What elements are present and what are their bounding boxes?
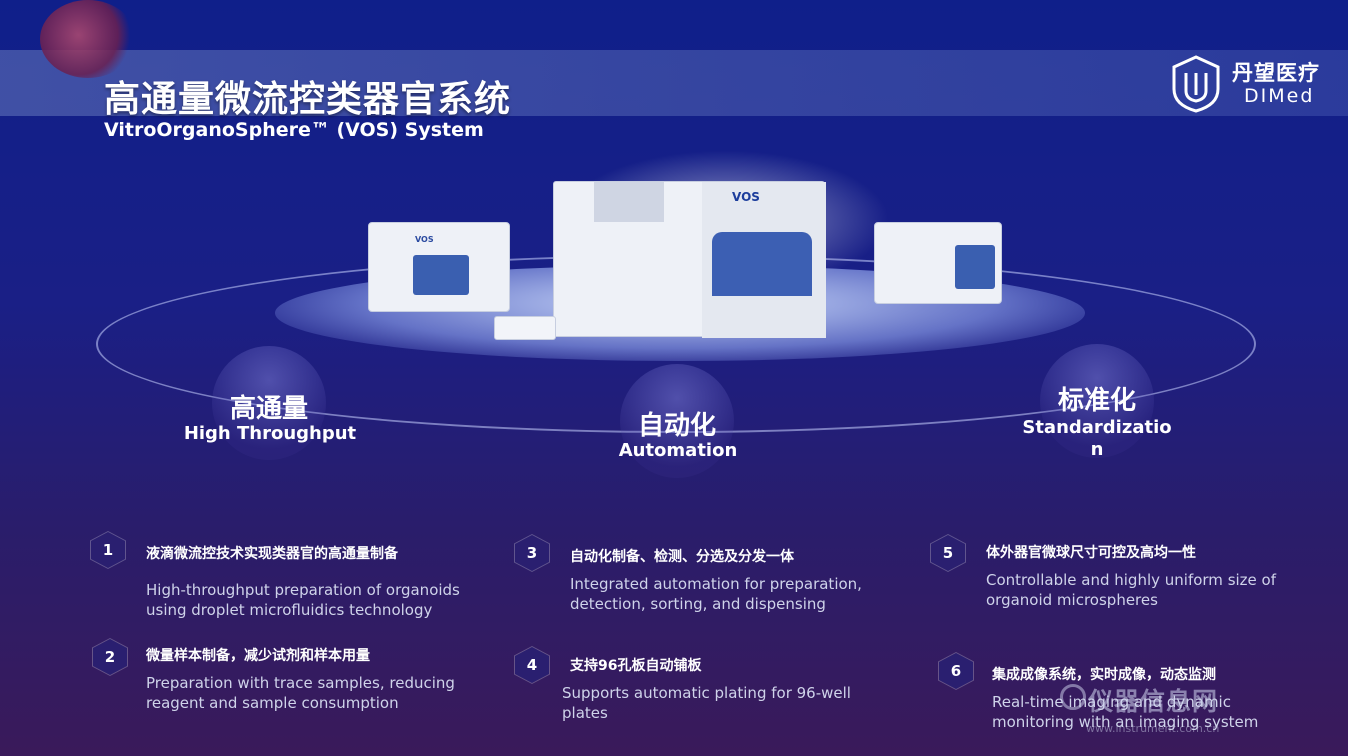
page-title: 高通量微流控类器官系统: [104, 79, 512, 120]
company-logo: 丹望医疗 DIMed: [1170, 55, 1330, 113]
logo-name-zh: 丹望医疗: [1232, 61, 1320, 85]
instrument-right: [874, 222, 1002, 304]
feature-number-badge: 1: [90, 531, 126, 569]
instrument-left-window: [413, 255, 469, 295]
feature-title-zh: 自动化制备、检测、分选及分发一体: [570, 549, 794, 565]
feature-number-badge: 4: [514, 646, 550, 684]
pillar-bubble-throughput: [212, 346, 326, 460]
pillar-throughput-zh: 高通量: [229, 394, 308, 424]
feature-desc-en: Supports automatic plating for 96-well p…: [562, 684, 851, 722]
feature-title-zh: 液滴微流控技术实现类器官的高通量制备: [146, 546, 398, 562]
instrument-center-label: VOS: [732, 190, 760, 204]
feature-number-badge: 6: [938, 652, 974, 690]
feature-number-badge: 2: [92, 638, 128, 676]
instrument-center-door: [712, 232, 812, 296]
logo-name-en: DIMed: [1244, 85, 1315, 107]
instrument-left: VOS: [368, 222, 510, 312]
organoid-cell-image: [40, 0, 136, 78]
feature-desc-en: Preparation with trace samples, reducing…: [146, 674, 455, 712]
shield-logo-icon: [1172, 55, 1220, 113]
feature-title-zh: 支持96孔板自动铺板: [570, 658, 702, 674]
feature-title-zh: 集成成像系统，实时成像，动态监测: [992, 667, 1216, 683]
page-subtitle: VitroOrganoSphere™ (VOS) System: [104, 119, 484, 141]
pillar-bubble-standardization: [1040, 344, 1154, 458]
feature-desc-en: Integrated automation for preparation, d…: [570, 575, 862, 613]
instrument-center: VOS: [553, 181, 826, 338]
watermark-url: www.instrument.com.cn: [1086, 722, 1220, 735]
instrument-module: [494, 316, 556, 340]
instrument-left-label: VOS: [415, 235, 434, 244]
pillar-bubble-automation: [620, 364, 734, 478]
feature-title-zh: 体外器官微球尺寸可控及高均一性: [986, 545, 1196, 561]
feature-number-badge: 5: [930, 534, 966, 572]
title-band: [0, 50, 1348, 116]
pillar-automation-zh: 自动化: [637, 411, 716, 441]
watermark-icon: [1060, 684, 1086, 710]
feature-title-zh: 微量样本制备，减少试剂和样本用量: [146, 648, 370, 664]
instrument-right-window: [955, 245, 995, 289]
pillar-standardization-en: Standardizatio n: [1022, 417, 1172, 460]
instrument-center-hood: [594, 182, 664, 222]
feature-desc-en: Controllable and highly uniform size of …: [986, 571, 1277, 609]
pillar-throughput-en: High Throughput: [183, 423, 357, 444]
pillar-standardization-zh: 标准化: [1057, 386, 1136, 416]
watermark-text: 仪器信息网: [1088, 687, 1219, 716]
pillar-automation-en: Automation: [618, 440, 738, 461]
feature-desc-en: High-throughput preparation of organoids…: [146, 581, 460, 619]
feature-number-badge: 3: [514, 534, 550, 572]
feature-desc-en: Real-time imaging and dynamic monitoring…: [992, 693, 1259, 731]
